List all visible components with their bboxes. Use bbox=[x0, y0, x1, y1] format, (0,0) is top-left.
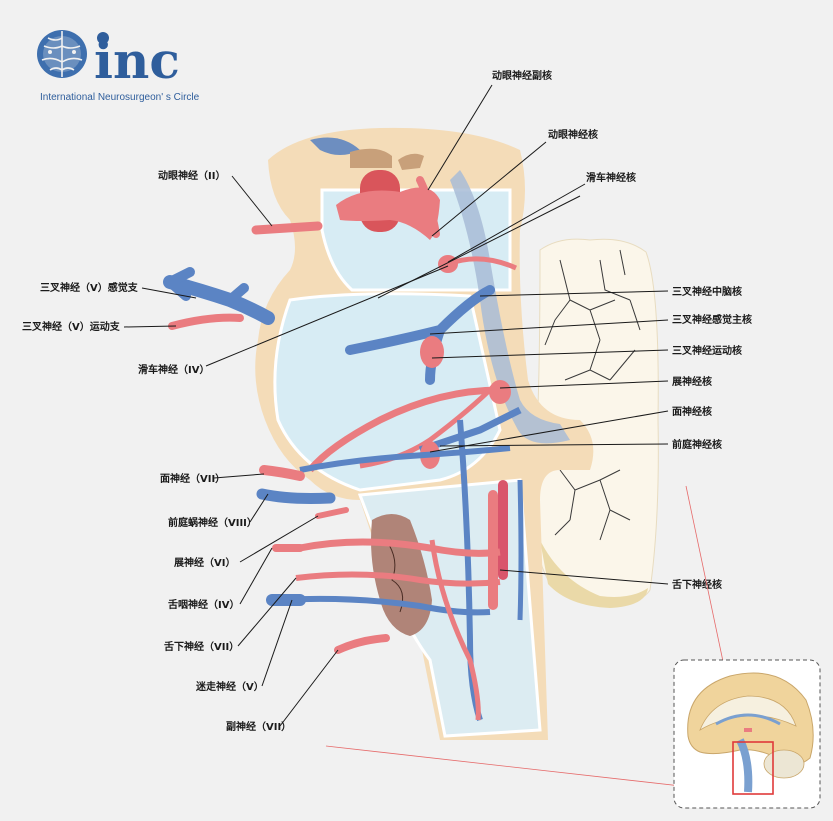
label-trigeminal-motor-branch: 三叉神经（V）运动支 bbox=[22, 320, 121, 333]
label-hypoglossal-nucleus: 舌下神经核 bbox=[672, 578, 722, 591]
label-vestibulocochlear-nerve: 前庭蜗神经（VIII） bbox=[168, 516, 257, 529]
label-oculomotor-nucleus: 动眼神经核 bbox=[548, 128, 598, 141]
label-hypoglossal-nerve: 舌下神经（VII） bbox=[164, 640, 239, 653]
label-facial-nerve: 面神经（VII） bbox=[160, 472, 225, 485]
label-oculomotor-nerve: 动眼神经（II） bbox=[158, 169, 225, 182]
label-vagus-nerve: 迷走神经（V） bbox=[195, 680, 264, 693]
logo-wordmark: inc bbox=[94, 31, 180, 90]
label-trochlear-nerve: 滑车神经（IV） bbox=[138, 363, 209, 376]
inset-highlight-box bbox=[732, 741, 774, 795]
label-abducens-nucleus: 展神经核 bbox=[672, 375, 712, 388]
label-facial-nucleus: 面神经核 bbox=[672, 405, 712, 418]
inc-logo: inc International Neurosurgeon' s Circle bbox=[37, 30, 200, 103]
label-abducens-nerve: 展神经（VI） bbox=[174, 556, 235, 569]
leader-lines bbox=[123, 84, 669, 727]
label-trigeminal-principal-sensory-nucleus: 三叉神经感觉主核 bbox=[672, 313, 752, 326]
label-glossopharyngeal-nerve: 舌咽神经（IV） bbox=[168, 598, 239, 611]
brain-logo-icon bbox=[37, 30, 87, 78]
nuclei-and-tracts bbox=[279, 170, 524, 721]
label-vestibular-nucleus: 前庭神经核 bbox=[672, 438, 722, 451]
logo-subtitle: International Neurosurgeon' s Circle bbox=[40, 92, 200, 103]
label-trigeminal-motor-nucleus: 三叉神经运动核 bbox=[672, 344, 742, 357]
label-trigeminal-sensory-branch: 三叉神经（V）感觉支 bbox=[40, 281, 139, 294]
label-oculomotor-accessory-nucleus: 动眼神经副核 bbox=[492, 69, 552, 82]
cerebellum bbox=[532, 238, 659, 608]
label-accessory-nerve: 副神经（VII） bbox=[226, 720, 291, 733]
exiting-nerves bbox=[163, 221, 390, 654]
label-trigeminal-mesencephalic-nucleus: 三叉神经中脑核 bbox=[672, 285, 742, 298]
label-trochlear-nucleus: 滑车神经核 bbox=[586, 171, 636, 184]
labels: 动眼神经副核 动眼神经核 滑车神经核 动眼神经（II） 三叉神经（V）感觉支 三… bbox=[22, 69, 752, 733]
inset-sagittal-brain bbox=[673, 659, 821, 809]
